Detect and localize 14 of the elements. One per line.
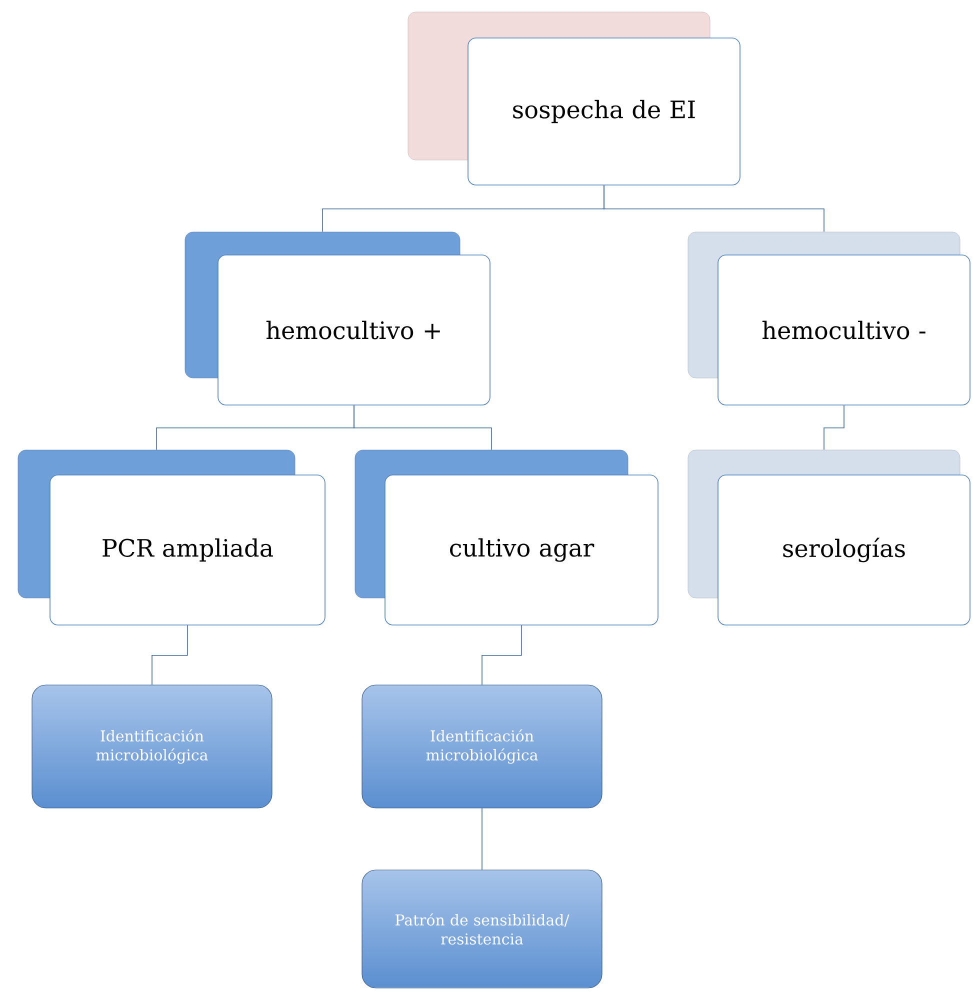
- connector: [354, 405, 492, 450]
- connector: [604, 185, 824, 232]
- text-box: sospecha de EI: [468, 38, 740, 186]
- text-box: PCR ampliada: [50, 474, 326, 626]
- text-box: hemocultivo +: [218, 254, 490, 406]
- text-box: cultivo agar: [384, 474, 658, 626]
- rounded-box: Identificación microbiológica: [32, 684, 272, 808]
- rounded-box: Patrón de sensibilidad/ resistencia: [362, 870, 602, 988]
- rounded-box: Identificación microbiológica: [362, 684, 602, 808]
- connector: [152, 625, 188, 686]
- text-box: serologías: [718, 474, 970, 626]
- text-box: hemocultivo -: [718, 254, 970, 406]
- connector: [482, 625, 522, 686]
- connector: [824, 405, 844, 450]
